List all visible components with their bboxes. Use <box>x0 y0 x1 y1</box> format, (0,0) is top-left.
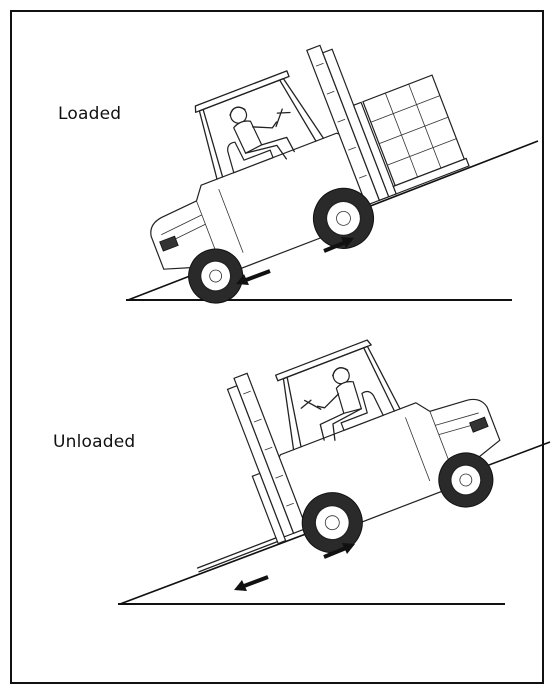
loaded-forklift <box>109 11 483 318</box>
unloaded-scene <box>118 297 550 606</box>
unloaded-forklift <box>139 297 519 606</box>
loaded-scene <box>109 11 538 318</box>
unloaded-forks <box>198 538 278 572</box>
unloaded-arrow-down-slope <box>234 577 268 591</box>
